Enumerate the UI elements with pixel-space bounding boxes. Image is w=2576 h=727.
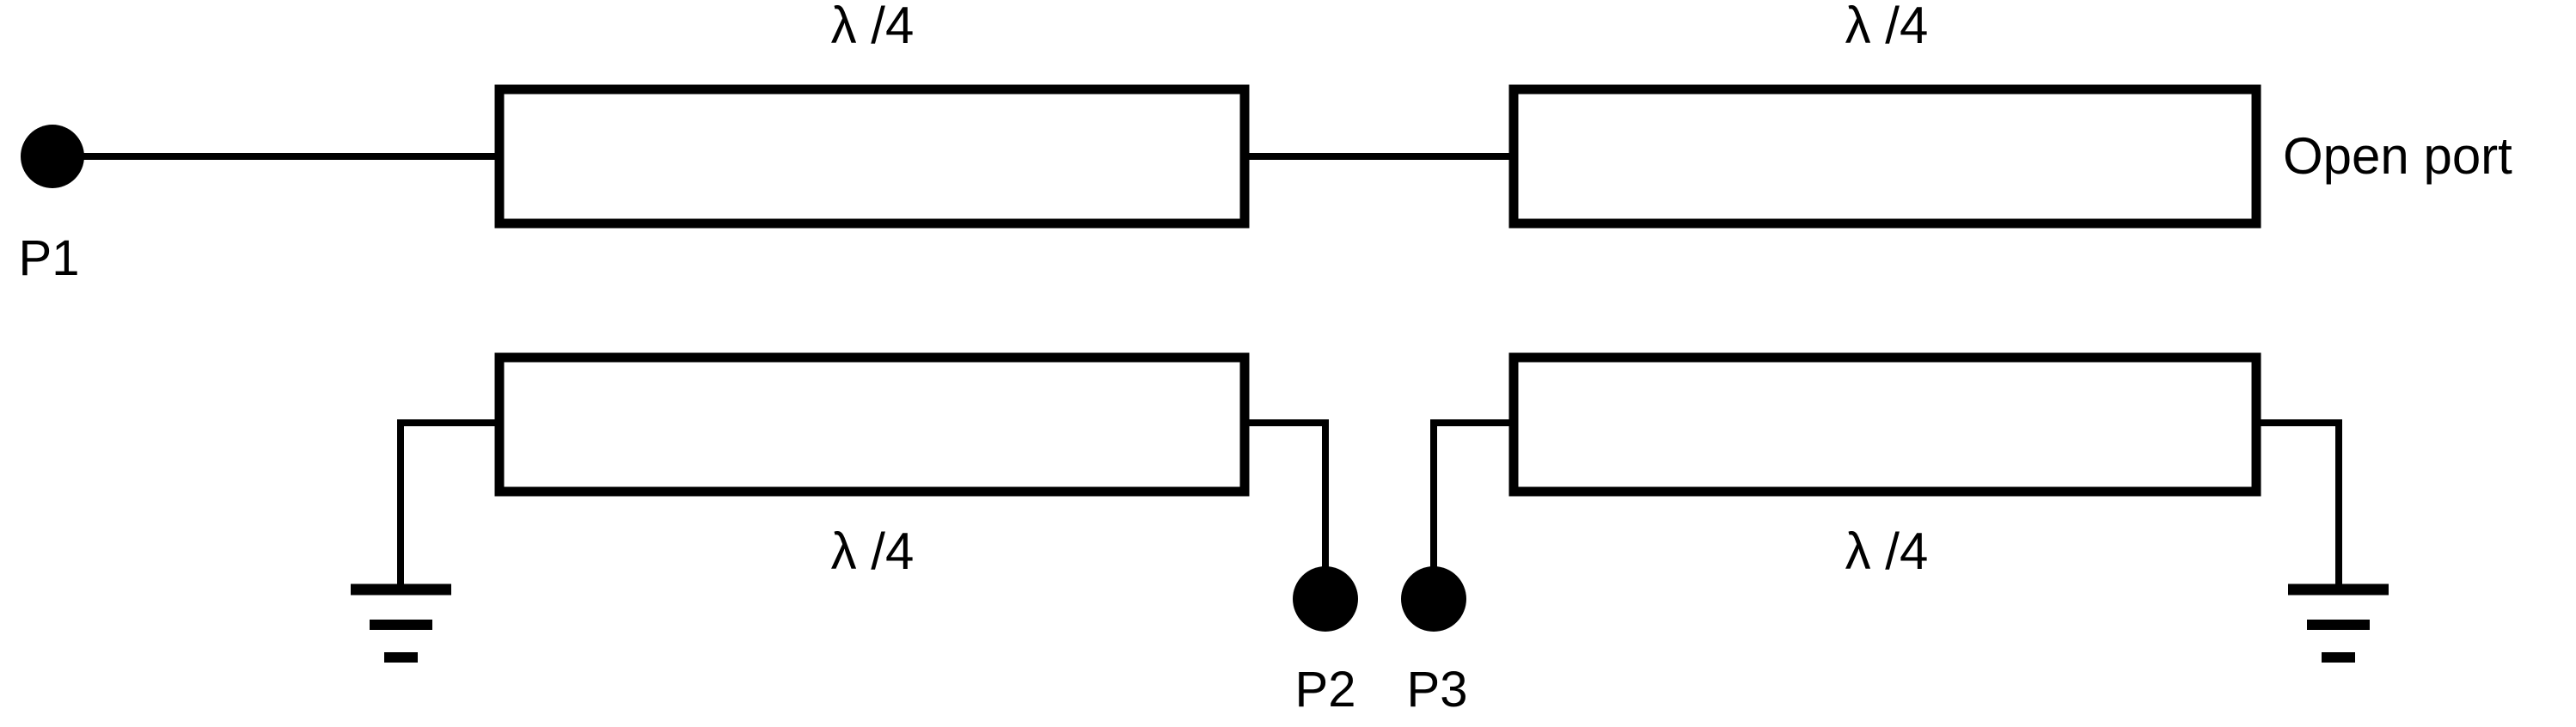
port-p1-dot[interactable] (21, 125, 84, 188)
label-port-p2: P2 (1295, 662, 1356, 718)
label-open-port: Open port (2283, 127, 2512, 185)
wire-tl-bottom-right-to-ground (2256, 419, 2342, 590)
label-port-p3: P3 (1407, 662, 1468, 718)
wire-tl-bottom-left-to-ground (397, 419, 499, 590)
wire-tl-bottom-right-to-p3 (1430, 419, 1514, 567)
port-p2-dot[interactable] (1293, 566, 1358, 632)
label-port-p1: P1 (19, 230, 80, 286)
wire-tl-bottom-left-to-p2 (1245, 419, 1329, 567)
port-p3-dot[interactable] (1401, 566, 1466, 632)
label-lambda-quarter-bottom-left: λ /4 (831, 522, 915, 580)
label-lambda-quarter-bottom-right: λ /4 (1845, 522, 1929, 580)
label-lambda-quarter-top-right: λ /4 (1845, 0, 1929, 54)
label-lambda-quarter-top-left: λ /4 (831, 0, 915, 54)
